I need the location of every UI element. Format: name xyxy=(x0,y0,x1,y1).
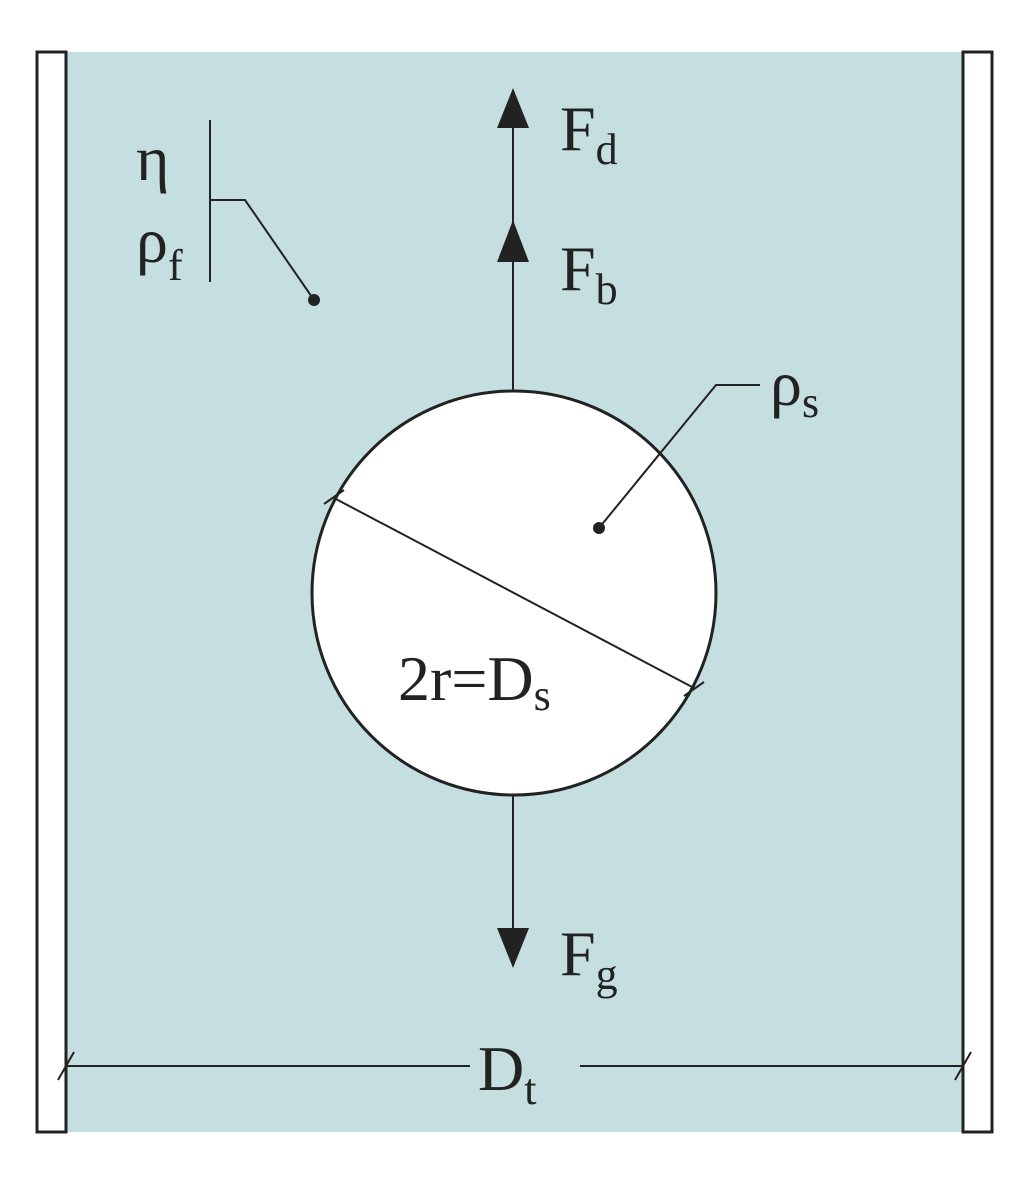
sphere-density-leader xyxy=(598,384,760,529)
diameter-tick-end xyxy=(683,681,705,697)
gravity-force-arrowhead xyxy=(497,928,529,968)
right-tube-wall xyxy=(961,50,994,1134)
left-tube-wall xyxy=(35,50,68,1134)
sphere-density-label: ρs xyxy=(770,348,819,427)
buoyant-force-arrowhead xyxy=(497,220,529,262)
buoyant-force-label: Fb xyxy=(560,233,618,314)
sphere-diameter-label: 2r=Ds xyxy=(398,643,551,720)
tube-diameter-tick-right xyxy=(954,1051,972,1081)
gravity-force-label: Fg xyxy=(560,918,618,999)
viscosity-label: η xyxy=(136,123,169,194)
drag-force-arrowhead xyxy=(497,88,529,128)
fluid-property-leader xyxy=(210,199,315,301)
diameter-tick-start xyxy=(323,489,345,505)
tube-diameter-label: Dt xyxy=(478,1033,536,1114)
fluid-density-label: ρf xyxy=(136,205,183,290)
tube-diameter-tick-left xyxy=(57,1051,75,1081)
sphere-diameter-line xyxy=(333,497,695,689)
drag-force-label: Fd xyxy=(560,93,618,174)
sphere-density-dot xyxy=(593,522,605,534)
fluid-property-dot xyxy=(308,294,320,306)
